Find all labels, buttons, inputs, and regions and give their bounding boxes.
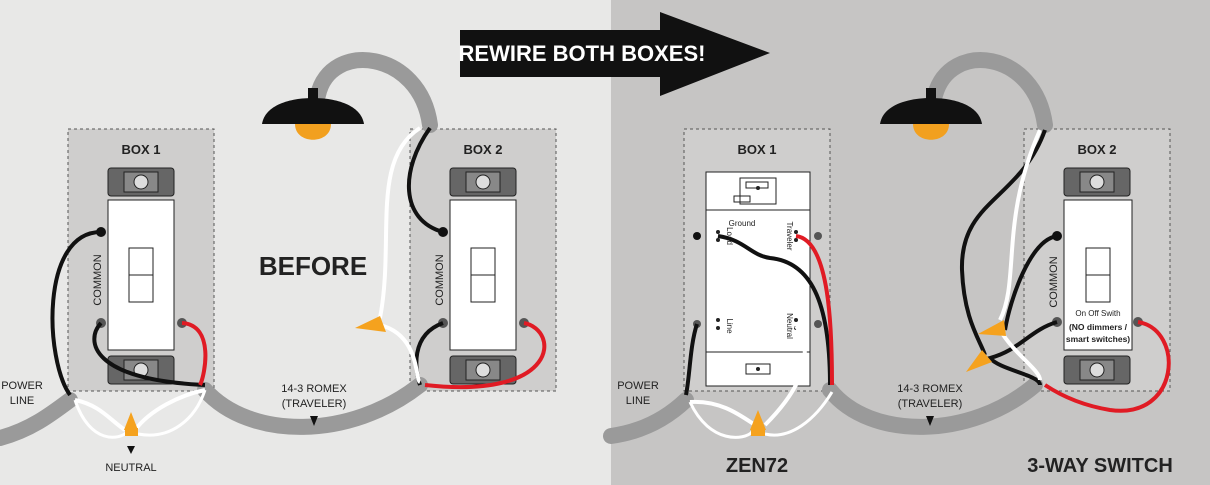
after-box2-nut-2: [966, 350, 992, 372]
banner-text: REWIRE BOTH BOXES!: [459, 41, 706, 66]
before-wire-red-1: [181, 321, 208, 386]
after-fixture-cable: [927, 52, 1053, 133]
zen72-line-label: Line: [725, 318, 734, 334]
before-wire-black-traveler: [92, 321, 206, 387]
after-wire-black-load: [717, 234, 832, 386]
before-title: BEFORE: [259, 251, 367, 281]
zen72-label: ZEN72: [726, 455, 788, 477]
switch-note-1: On Off Swith: [1075, 309, 1120, 318]
before-box1-title: BOX 1: [121, 142, 160, 157]
after-bulb: [913, 124, 949, 140]
switch-note-2: (NO dimmers /: [1069, 322, 1128, 332]
before-light-fixture: [262, 88, 364, 140]
zen72-device: [693, 171, 822, 387]
before-wire-black-load: [406, 126, 444, 234]
after-light-fixture: [880, 88, 982, 140]
before-neutral-nut: [124, 412, 138, 430]
before-fixture-cable: [310, 52, 438, 133]
before-traveler-cable: [197, 377, 428, 435]
before-power-cable: [0, 392, 78, 446]
after-traveler-cable: [822, 377, 1043, 435]
after-power-line-2: LINE: [626, 395, 650, 407]
before-romex-2: (TRAVELER): [282, 398, 347, 410]
before-power-line-2: LINE: [10, 395, 34, 407]
after-3way-switch: [1052, 167, 1143, 385]
after-romex-1: 14-3 ROMEX: [897, 383, 963, 395]
after-neutral-nut: [750, 410, 766, 430]
after-wire-red: [795, 234, 834, 386]
after-box2-title: BOX 2: [1077, 142, 1116, 157]
before-common-label-2: COMMON: [434, 254, 446, 305]
after-wire-red-2: [1043, 320, 1171, 413]
before-wire-red-2: [424, 321, 547, 389]
before-bulb: [295, 124, 331, 140]
after-romex-2: (TRAVELER): [898, 398, 963, 410]
zen72-neutral-label: Neutral: [785, 313, 794, 339]
banner-arrow: REWIRE BOTH BOXES!: [459, 12, 770, 96]
before-common-label-1: COMMON: [92, 254, 104, 305]
after-power-line-1: POWER: [617, 380, 659, 392]
after-wire-black-line: [684, 323, 699, 396]
after-power-cable: [603, 392, 694, 444]
before-wire-black-line: [50, 230, 102, 397]
three-way-switch-label: 3-WAY SWITCH: [1027, 455, 1173, 477]
zen72-traveler-label: Traveler: [785, 221, 794, 250]
after-box2-nut-1: [978, 320, 1006, 336]
before-box2-title: BOX 2: [463, 142, 502, 157]
before-switch1: [96, 167, 187, 385]
before-box2-nut: [355, 316, 386, 332]
zen72-load-label: Load: [725, 227, 734, 245]
before-neutral-label: NEUTRAL: [105, 462, 156, 474]
switch-note-3: smart switches): [1066, 334, 1130, 344]
after-box1-title: BOX 1: [737, 142, 776, 157]
before-switch2: [438, 167, 529, 385]
zen72-ground-label: Ground: [729, 219, 756, 228]
before-romex-1: 14-3 ROMEX: [281, 383, 347, 395]
before-power-line-1: POWER: [1, 380, 43, 392]
after-common-label: COMMON: [1048, 256, 1060, 307]
